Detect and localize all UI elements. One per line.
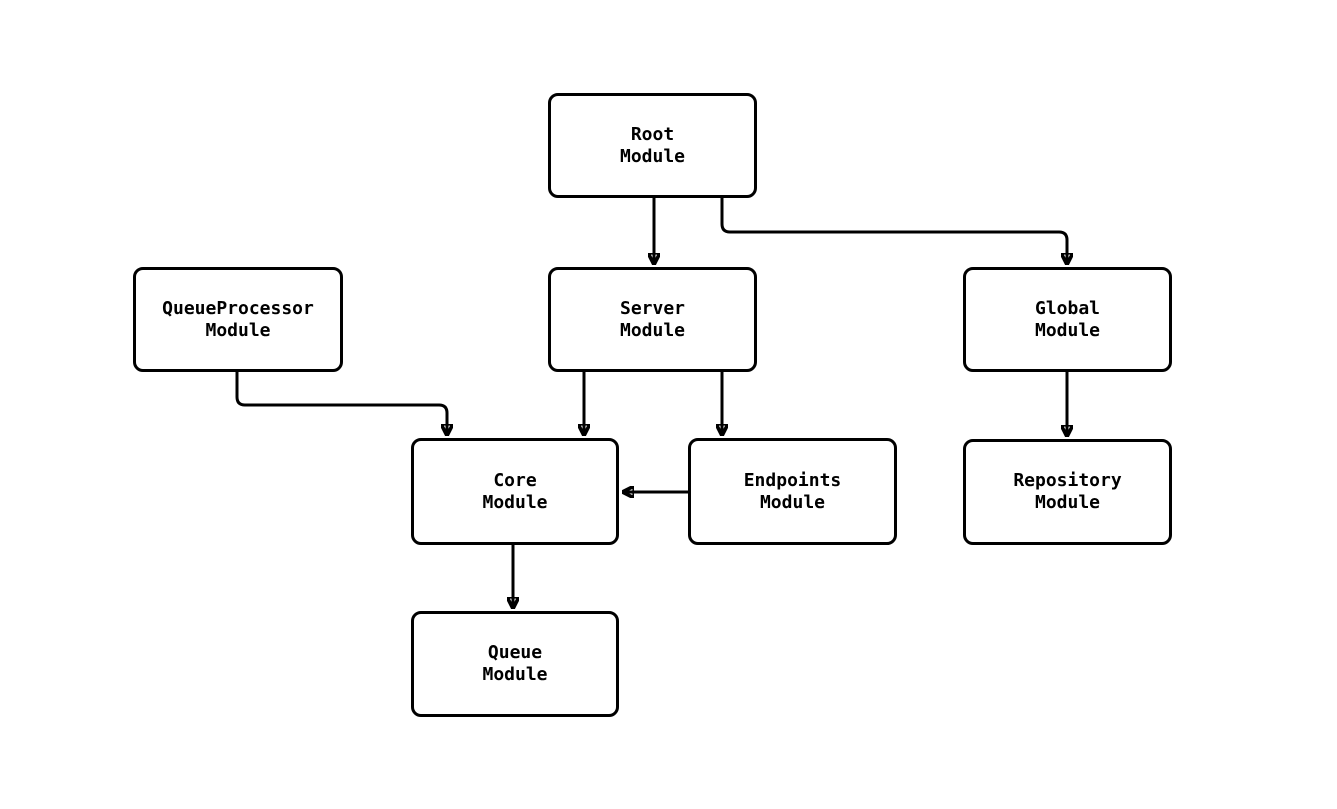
edge-queueprocessor-to-core [235, 370, 447, 434]
node-server-module-label: Server Module [619, 297, 686, 341]
node-root-module-label: Root Module [619, 123, 686, 167]
node-global-module: Global Module [963, 267, 1172, 372]
node-repository-module-label: Repository Module [1013, 470, 1122, 513]
node-endpoints-module-label: Endpoints Module [743, 469, 842, 513]
node-queueprocessor-module: QueueProcessor Module [133, 267, 343, 372]
node-queue-module-label: Queue Module [482, 642, 548, 685]
node-queue-module: Queue Module [411, 611, 619, 717]
node-endpoints-module: Endpoints Module [688, 438, 897, 545]
edge-root-to-global [720, 196, 1067, 263]
node-repository-module: Repository Module [963, 439, 1172, 545]
node-core-module: Core Module [411, 438, 619, 545]
node-global-module-label: Global Module [1034, 297, 1101, 341]
node-server-module: Server Module [548, 267, 757, 372]
node-root-module: Root Module [548, 93, 757, 198]
node-core-module-label: Core Module [482, 469, 548, 513]
node-queueprocessor-module-label: QueueProcessor Module [162, 297, 314, 341]
